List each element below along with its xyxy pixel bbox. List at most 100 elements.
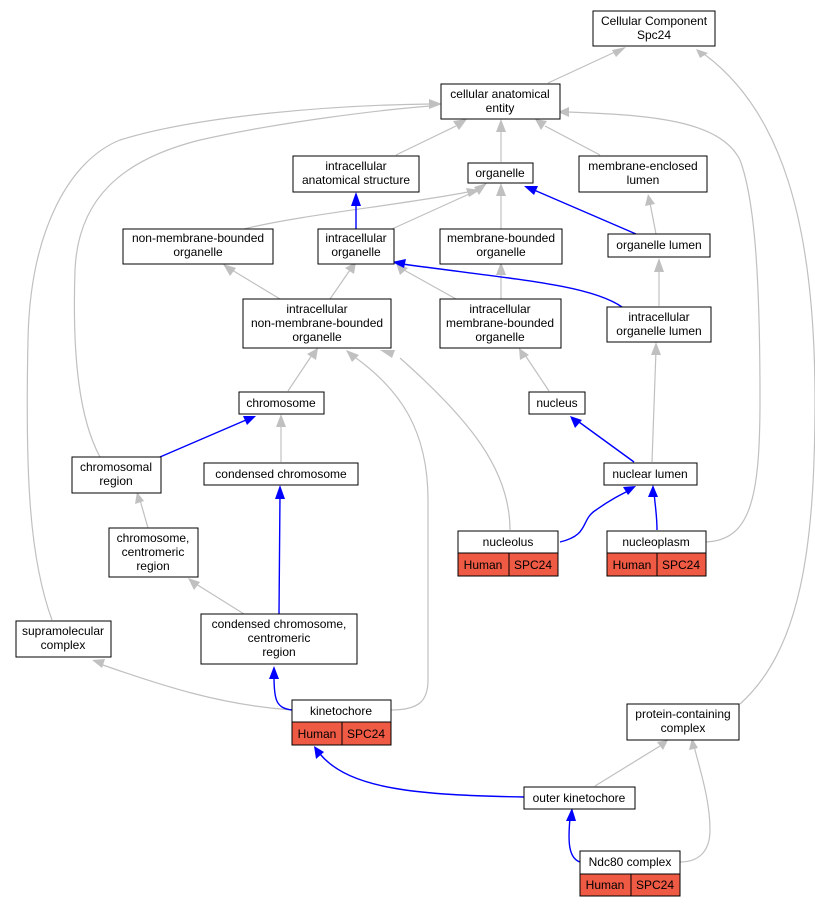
node-organelle-lumen[interactable]: organelle lumen [607, 233, 711, 258]
node-label-line: complex [41, 638, 86, 652]
node-label-line: chromosome [246, 396, 316, 410]
edge-chreg-partof-chrom [159, 419, 247, 458]
node-nucleus[interactable]: nucleus [528, 391, 586, 415]
arrowhead [570, 416, 582, 428]
arrowhead [275, 485, 285, 499]
node-intracellular-membrane-bounded-organelle[interactable]: intracellular membrane-bounded organelle [439, 298, 562, 349]
node-label-line: membrane-bounded [446, 316, 554, 330]
node-intracellular-organelle[interactable]: intracellular organelle [317, 228, 395, 265]
node-intracellular-organelle-lumen[interactable]: intracellular organelle lumen [606, 306, 712, 343]
edge-nl-to-iol [651, 349, 657, 463]
node-label-line: organelle [476, 245, 526, 259]
node-label-line: organelle [475, 166, 525, 180]
arrowhead [612, 47, 626, 57]
arrowhead [645, 194, 655, 206]
gene-label: SPC24 [662, 558, 700, 572]
arrowhead [558, 107, 569, 117]
node-ndc80-complex[interactable]: Ndc80 complex Human SPC24 [579, 850, 681, 897]
node-nucleolus[interactable]: nucleolus Human SPC24 [457, 530, 559, 577]
edge-okin-to-pcc [594, 745, 661, 787]
gene-label: SPC24 [636, 878, 674, 892]
arrowhead [696, 49, 708, 58]
node-label-line: non-membrane-bounded [251, 316, 383, 330]
node-label-line: supramolecular [22, 624, 104, 638]
node-label-line: entity [486, 101, 515, 115]
node-condensed-chromosome-centromeric-region[interactable]: condensed chromosome, centromeric region [200, 613, 358, 665]
node-label-line: intracellular [325, 159, 386, 173]
node-condensed-chromosome[interactable]: condensed chromosome [203, 462, 359, 486]
arrowhead [496, 119, 506, 132]
node-intracellular-non-membrane-bounded-organelle[interactable]: intracellular non-membrane-bounded organ… [242, 298, 392, 349]
edge-ndc80-partof-okin [568, 817, 581, 863]
node-nuclear-lumen[interactable]: nuclear lumen [603, 462, 698, 486]
edge-nmbo-to-org [243, 191, 469, 230]
node-label-line: organelle [475, 330, 525, 344]
node-membrane-enclosed-lumen[interactable]: membrane-enclosed lumen [578, 155, 708, 193]
node-supramolecular-complex[interactable]: supramolecular complex [15, 620, 112, 658]
node-label-line: anatomical structure [302, 173, 410, 187]
node-outer-kinetochore[interactable]: outer kinetochore [523, 786, 636, 810]
node-protein-containing-complex[interactable]: protein-containing complex [626, 703, 740, 741]
arrowhead [657, 740, 668, 750]
node-chromosome[interactable]: chromosome [238, 391, 325, 415]
edge-nucleoplasm-partof-nl [653, 491, 658, 531]
arrowhead [648, 485, 658, 497]
node-chromosomal-region[interactable]: chromosomal region [71, 456, 162, 494]
edge-chrom-to-inmbo [287, 354, 313, 392]
node-label-line: nucleus [536, 396, 577, 410]
node-label-line: protein-containing [635, 707, 730, 721]
node-label-line: Spc24 [637, 28, 671, 42]
node-non-membrane-bounded-organelle[interactable]: non-membrane-bounded organelle [122, 228, 274, 265]
edge-nuc-to-imbo [524, 354, 550, 392]
edge-nucleoplasm-to-cae [567, 111, 761, 543]
edge-kin-partof-cccr [273, 675, 293, 711]
arrowhead [429, 99, 442, 109]
arrowhead [453, 119, 467, 130]
edge-cccr-to-ccr [195, 583, 245, 615]
edge-nucleolus-to-inmbo [399, 357, 511, 531]
edge-ndc80-to-pcc [679, 745, 711, 863]
edge-nucleolus-partof-nl [559, 489, 631, 543]
node-organelle[interactable]: organelle [467, 162, 534, 184]
arrowhead [566, 808, 576, 821]
node-cellular-component[interactable]: Cellular Component Spc24 [592, 10, 716, 47]
node-label-line: membrane-bounded [447, 231, 555, 245]
node-chromosome-centromeric-region[interactable]: chromosome, centromeric region [108, 527, 199, 578]
arrowhead [654, 258, 664, 272]
node-label-line: lumen [627, 173, 660, 187]
arrowhead [276, 414, 286, 427]
arrowhead [351, 192, 361, 206]
species-label: Human [298, 727, 337, 741]
arrowhead [496, 183, 506, 196]
edge-nl-partof-nuc [578, 421, 635, 463]
edge-ias-to-cae [395, 125, 457, 156]
arrowhead [496, 262, 506, 275]
edge-cae-to-root [547, 51, 616, 84]
edge-cccr-partof-cchrom [278, 493, 281, 615]
node-label-line: nucleolus [483, 535, 534, 549]
arrowhead [188, 578, 200, 590]
node-label-line: complex [661, 721, 706, 735]
arrowhead [689, 738, 698, 750]
edge-ccr-to-chreg [139, 499, 149, 529]
node-label-line: non-membrane-bounded [132, 231, 264, 245]
node-label-line: nuclear lumen [612, 467, 687, 481]
arrowhead [535, 119, 547, 130]
node-nucleoplasm[interactable]: nucleoplasm Human SPC24 [606, 530, 707, 577]
node-cellular-anatomical-entity[interactable]: cellular anatomical entity [440, 83, 561, 120]
node-label-line: nucleoplasm [622, 535, 689, 549]
arrowhead [314, 746, 324, 759]
node-label-line: chromosome, [117, 531, 190, 545]
node-label-line: cellular anatomical [450, 87, 549, 101]
edge-ol-to-mel [649, 202, 657, 235]
node-membrane-bounded-organelle[interactable]: membrane-bounded organelle [439, 228, 563, 265]
edge-imbo-to-io [403, 269, 457, 300]
node-label-line: kinetochore [310, 704, 372, 718]
edge-io-to-org [391, 189, 479, 230]
node-intracellular-anatomical-structure[interactable]: intracellular anatomical structure [292, 155, 420, 193]
node-label-line: chromosomal [80, 460, 152, 474]
edge-inmbo-to-nmbo [231, 269, 281, 300]
node-kinetochore[interactable]: kinetochore Human SPC24 [291, 699, 392, 746]
gene-label: SPC24 [514, 558, 552, 572]
species-label: Human [613, 558, 652, 572]
